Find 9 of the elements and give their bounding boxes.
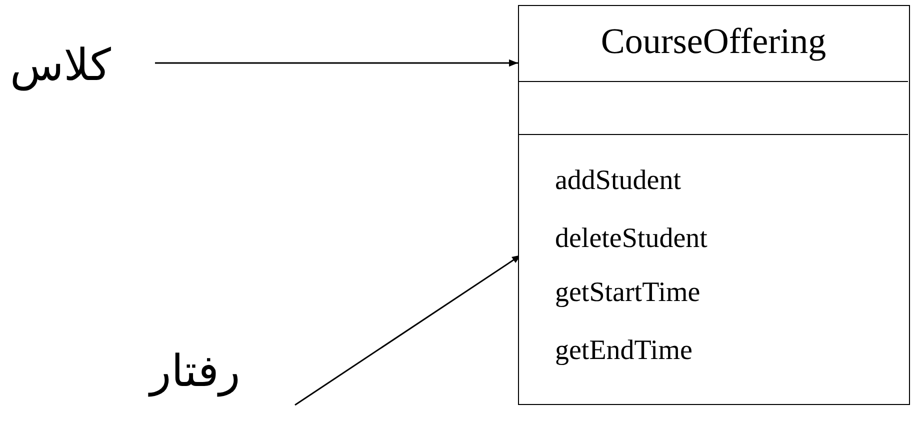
class-box [518,5,910,405]
class-label: کلاس [10,44,155,104]
operation-name: getStartTime [555,279,700,307]
leader-arrow [155,59,518,67]
behavior-label: رفتار [150,350,295,410]
operation-name: addStudent [555,167,681,195]
class-name: CourseOffering [519,6,908,81]
operation-name: deleteStudent [555,225,708,253]
operation-name: getEndTime [555,337,692,365]
